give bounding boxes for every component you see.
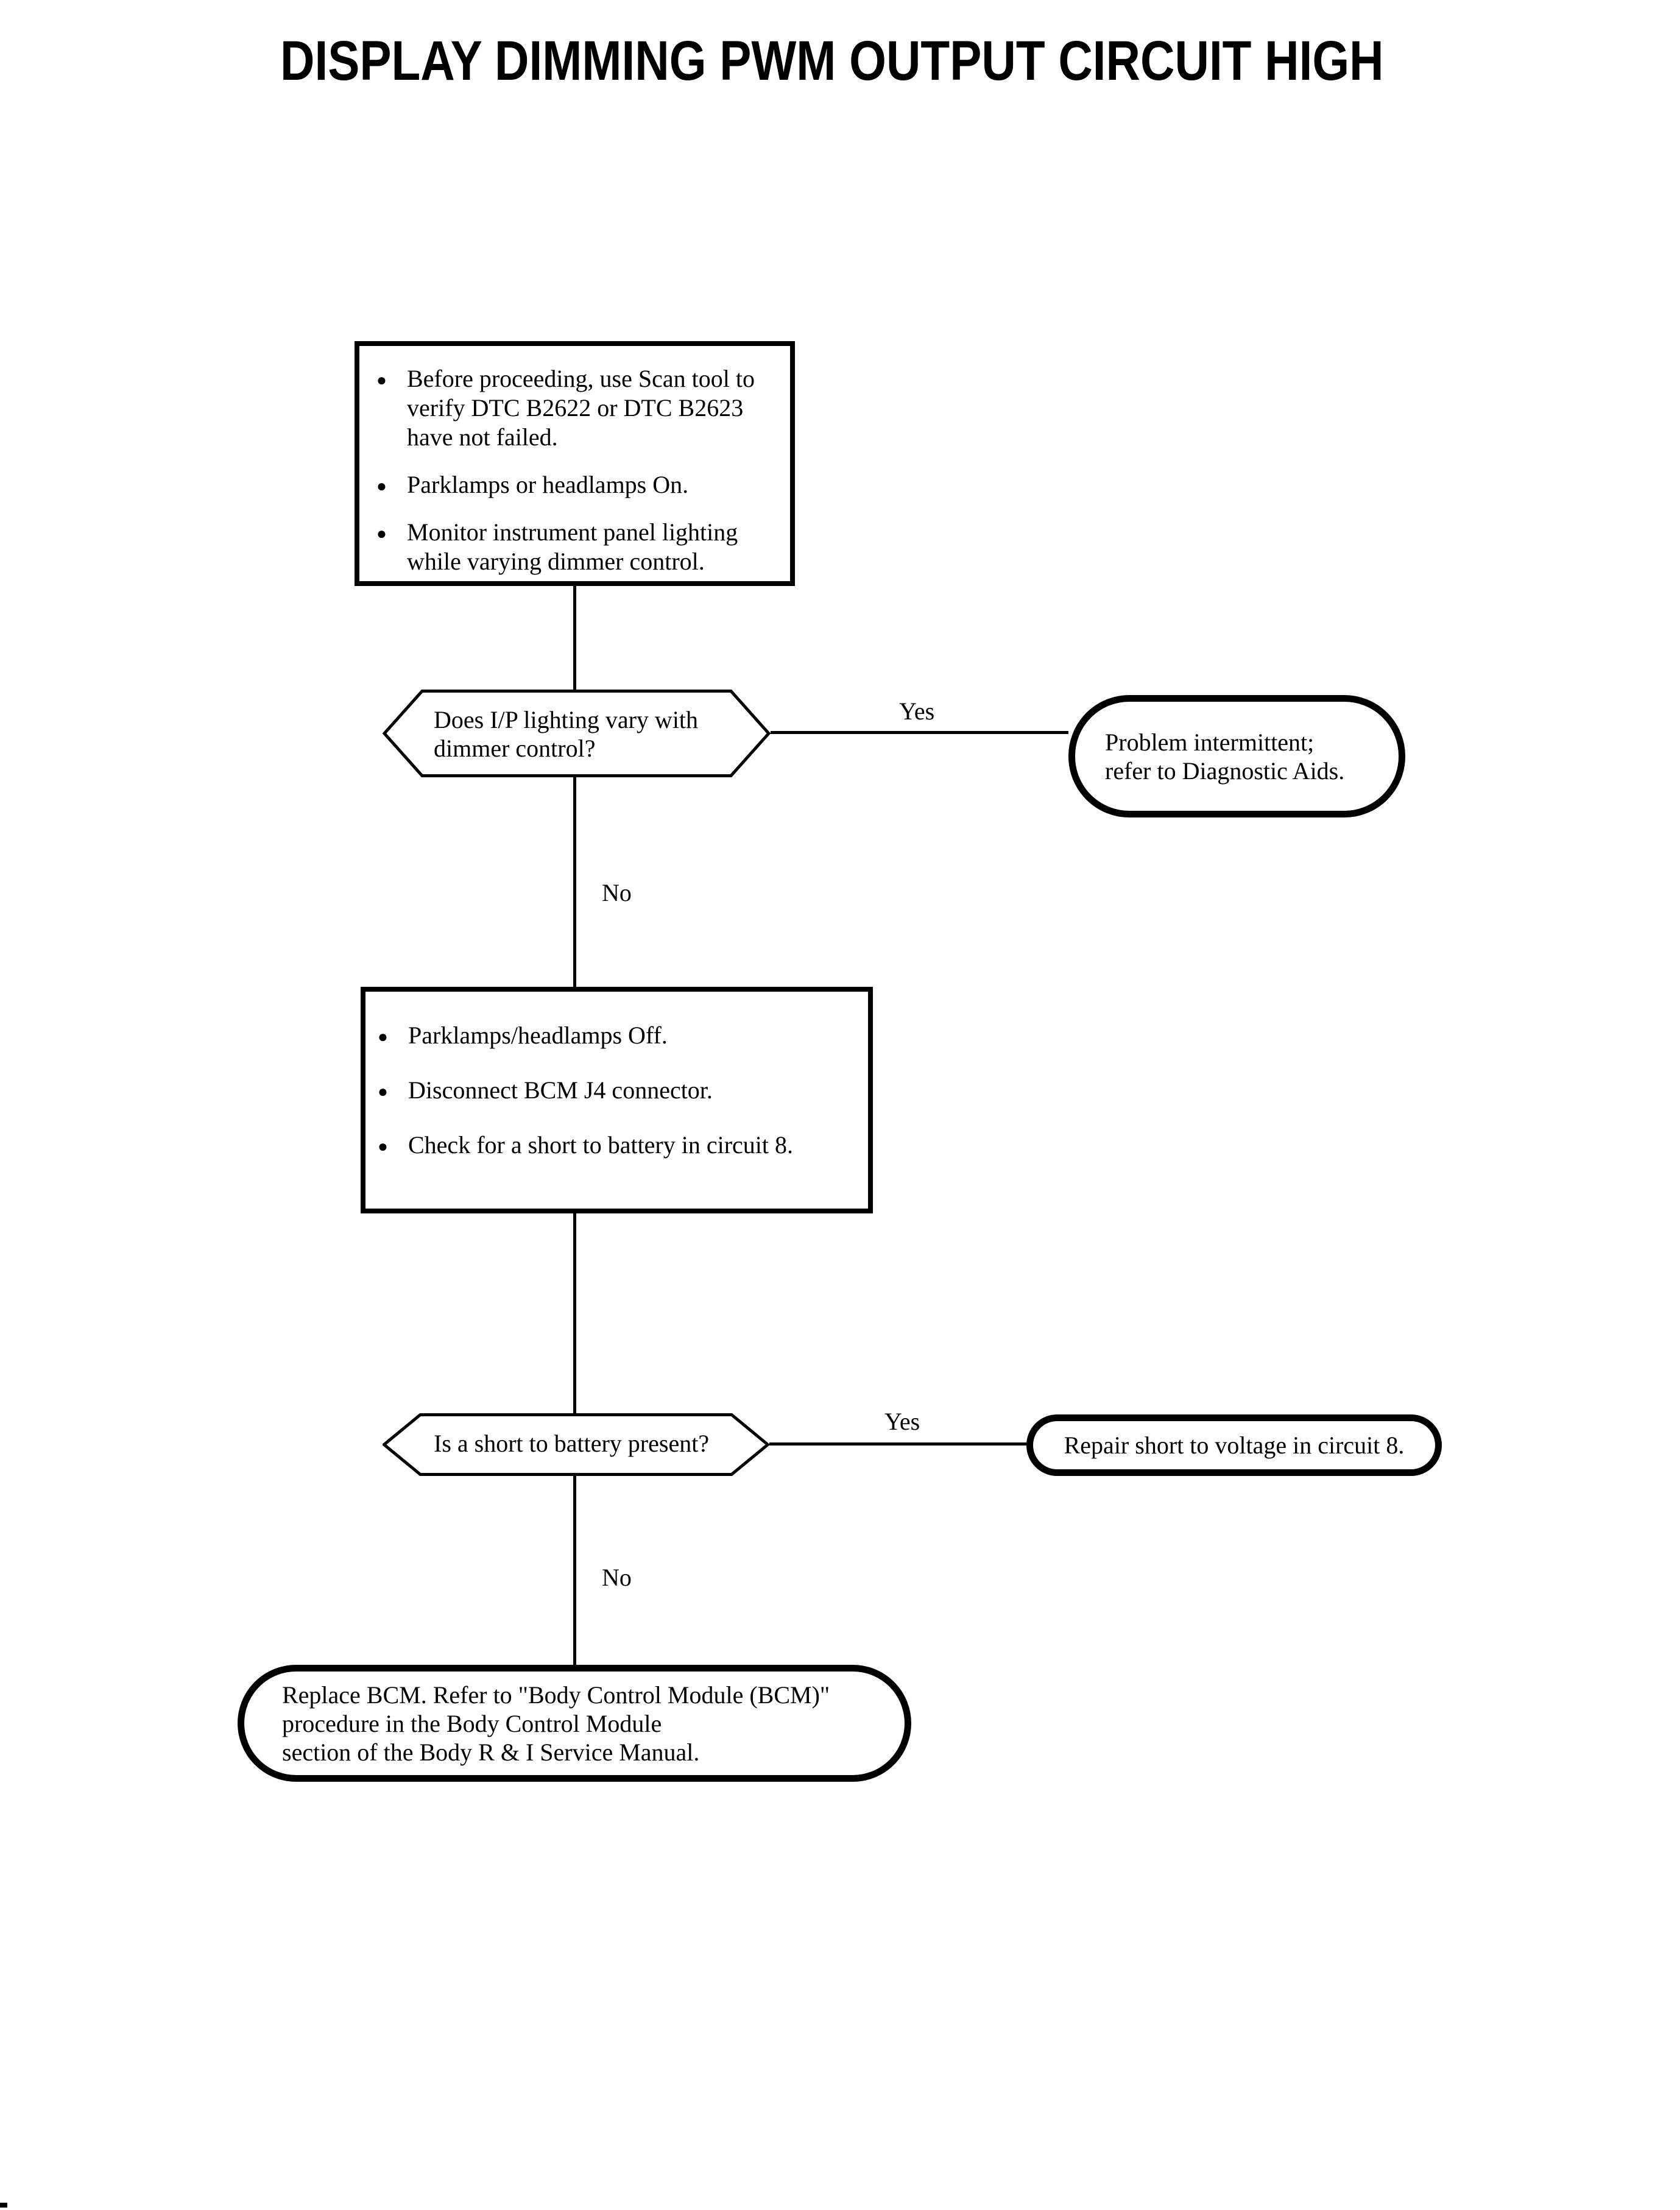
terminal-text-line: Replace BCM. Refer to "Body Control Modu…: [282, 1681, 830, 1709]
connector-line: [771, 731, 1068, 734]
yes-label: Yes: [884, 1408, 920, 1435]
connector-line: [573, 1476, 576, 1666]
bullet-item: Parklamps or headlamps On.: [376, 470, 782, 501]
no-label: No: [602, 1564, 632, 1591]
bullet-list: Parklamps/headlamps Off. Disconnect BCM …: [365, 992, 868, 1162]
terminal-text-line: procedure in the Body Control Module: [282, 1709, 662, 1737]
terminal-replace-bcm: Replace BCM. Refer to "Body Control Modu…: [238, 1665, 911, 1782]
bullet-item: Before proceeding, use Scan tool to veri…: [376, 364, 782, 452]
terminal-text-line: Repair short to voltage in circuit 8.: [1064, 1432, 1405, 1459]
page-title: DISPLAY DIMMING PWM OUTPUT CIRCUIT HIGH: [280, 30, 1384, 92]
hexagon-outline: [383, 1413, 769, 1476]
decision-question-line: dimmer control?: [434, 735, 596, 762]
decision-ip-lighting-varies: Does I/P lighting vary with dimmer contr…: [383, 690, 771, 777]
terminal-text-line: refer to Diagnostic Aids.: [1105, 757, 1345, 785]
decision-question: Is a short to battery present?: [434, 1429, 709, 1458]
terminal-repair-short: Repair short to voltage in circuit 8.: [1026, 1414, 1442, 1476]
terminal-problem-intermittent: Problem intermittent; refer to Diagnosti…: [1068, 695, 1405, 817]
hexagon-outline: [383, 690, 771, 777]
step-box-initial-checks: Before proceeding, use Scan tool to veri…: [355, 341, 795, 586]
no-label: No: [602, 879, 632, 906]
bullet-item: Monitor instrument panel lighting while …: [376, 518, 782, 576]
scan-artifact-mark: [0, 2203, 7, 2208]
decision-question: Does I/P lighting vary with dimmer contr…: [434, 705, 698, 763]
decision-question-line: Is a short to battery present?: [434, 1430, 710, 1457]
terminal-text-line: Problem intermittent;: [1105, 728, 1315, 756]
step-box-short-check: Parklamps/headlamps Off. Disconnect BCM …: [361, 987, 873, 1213]
connector-line: [769, 1442, 1026, 1446]
yes-label: Yes: [899, 697, 935, 725]
bullet-item: Parklamps/headlamps Off.: [378, 1021, 859, 1052]
bullet-item: Check for a short to battery in circuit …: [378, 1131, 859, 1162]
decision-question-line: Does I/P lighting vary with: [434, 706, 699, 733]
bullet-list: Before proceeding, use Scan tool to veri…: [359, 346, 790, 576]
terminal-text-line: section of the Body R & I Service Manual…: [282, 1738, 700, 1766]
connector-line: [573, 586, 576, 691]
decision-short-to-battery: Is a short to battery present?: [383, 1413, 769, 1476]
connector-line: [573, 777, 576, 988]
bullet-item: Disconnect BCM J4 connector.: [378, 1076, 859, 1107]
connector-line: [573, 1213, 576, 1414]
